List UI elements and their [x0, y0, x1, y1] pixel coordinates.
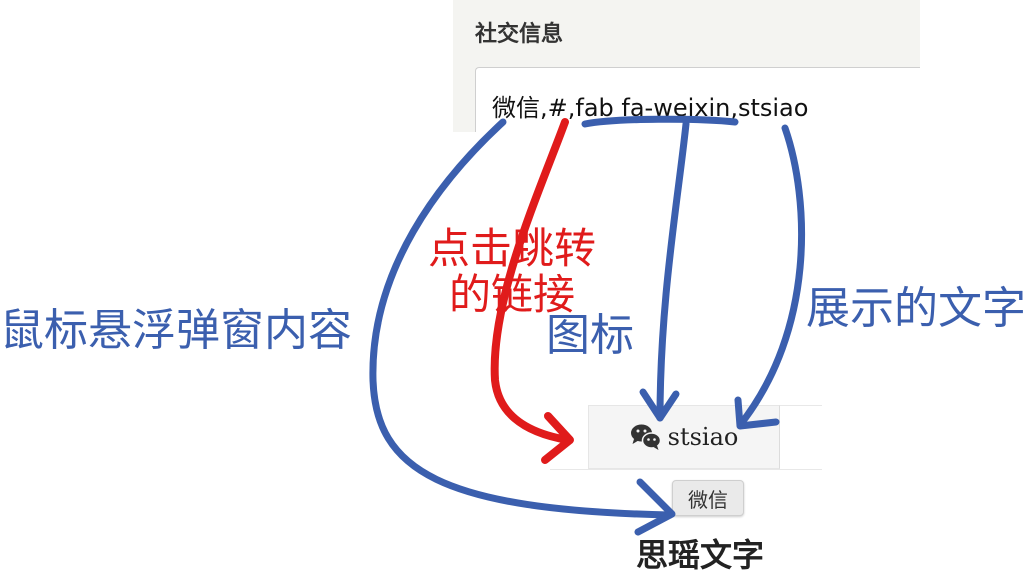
annotation-arrow-text [736, 124, 805, 429]
annotation-arrow-link-head [541, 412, 574, 464]
hover-tooltip: 微信 [672, 480, 744, 516]
weixin-icon [630, 423, 662, 451]
annotation-label-icon: 图标 [546, 310, 634, 361]
annotation-arrow-link [490, 118, 572, 444]
annotation-label-link: 点击跳转 的链接 [428, 224, 597, 320]
annotation-arrow-popup-head [634, 478, 676, 536]
divider [780, 405, 822, 406]
divider [550, 469, 822, 470]
annotation-arrows [369, 115, 805, 536]
annotation-label-display-text: 展示的文字 [806, 283, 1026, 334]
social-link-text: stsiao [667, 423, 739, 451]
annotation-arrow-icon [656, 120, 690, 422]
annotation-arrow-text-head [734, 396, 780, 430]
annotation-arrow-icon-head [639, 388, 680, 422]
annotation-bracket-icon [581, 115, 739, 128]
annotation-label-link-line2: 的链接 [449, 270, 576, 320]
annotation-label-link-line1: 点击跳转 [428, 224, 597, 273]
annotation-label-popup-content: 鼠标悬浮弹窗内容 [0, 305, 352, 356]
annotation-arrow-popup [369, 118, 674, 519]
panel-title: 社交信息 [475, 22, 564, 47]
